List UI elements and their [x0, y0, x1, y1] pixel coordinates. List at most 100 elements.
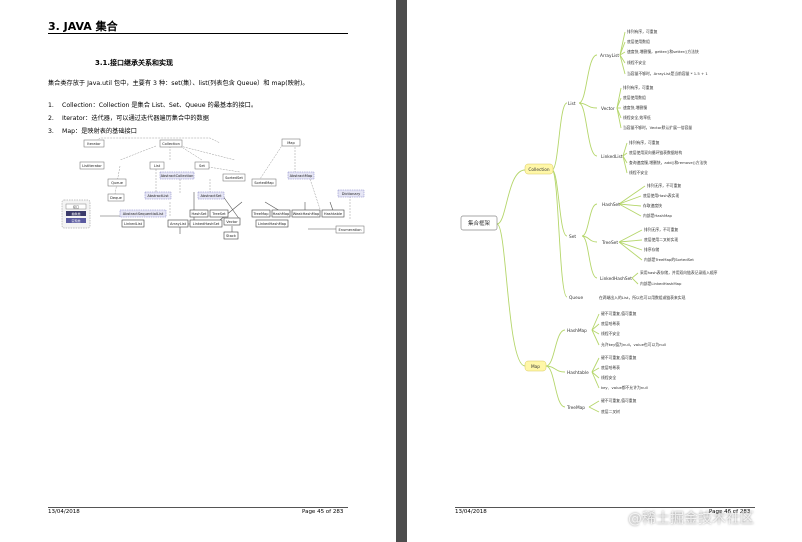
svg-text:底层使用数组: 底层使用数组: [627, 39, 650, 44]
mindmap-node-map: Map: [524, 360, 547, 372]
uml-node-interface: List: [149, 161, 165, 170]
svg-text:LinkedHashMap: LinkedHashMap: [258, 222, 287, 226]
uml-node-interface: Map: [281, 138, 301, 147]
chapter-rule: [48, 33, 348, 34]
svg-text:Deque: Deque: [110, 196, 123, 200]
svg-text:Map: Map: [531, 364, 540, 370]
svg-text:采用hash表存储，并用双向链表记录插入顺序: 采用hash表存储，并用双向链表记录插入顺序: [640, 270, 718, 275]
svg-text:排列有序，可重复: 排列有序，可重复: [629, 140, 660, 145]
uml-node-interface: Collection: [159, 139, 183, 148]
mindmap-note: 排列有序，可重复 底层使用双向循环链表数据结构 查询速度慢,增删快，add()和…: [629, 140, 707, 175]
uml-diagram: Iterator Collection Map ListIterator Que…: [61, 137, 365, 240]
chapter-title: 3. JAVA 集合: [48, 20, 118, 33]
svg-text:TreeMap: TreeMap: [566, 405, 585, 411]
svg-text:线程安全,效率低: 线程安全,效率低: [623, 115, 651, 120]
svg-text:HashMap: HashMap: [567, 328, 587, 334]
svg-text:查询速度慢,增删快，add()和remove()方法快: 查询速度慢,增删快，add()和remove()方法快: [629, 160, 707, 165]
svg-text:LinkedList: LinkedList: [124, 222, 143, 226]
list-item: 1.Collection：Collection 是集合 List、Set、Que…: [48, 102, 258, 109]
page-45: 3. JAVA 集合 3.1.接口继承关系和实现 集合类存放于 Java.uti…: [0, 0, 396, 542]
svg-text:LinkedHashSet: LinkedHashSet: [193, 222, 220, 226]
svg-text:Stack: Stack: [226, 234, 237, 238]
uml-node-abstract: AbstractSequentialList: [119, 209, 167, 218]
footer-date: 13/04/2018: [455, 509, 487, 515]
mindmap-node-set: Set: [569, 234, 576, 240]
svg-text:排序存储: 排序存储: [644, 247, 659, 252]
mindmap-node-hashtable: Hashtable: [567, 370, 589, 376]
mindmap-node-hashmap: HashMap: [567, 328, 587, 334]
uml-node-interface: ListIterator: [79, 161, 105, 170]
uml-node-interface: Iterator: [83, 139, 105, 148]
mindmap-note: 键不可重复,值可重复 底层哈希表 线程不安全 允许key值为null，value…: [601, 311, 666, 347]
mindmap-node-linkedhashset: LinkedHashSet: [600, 276, 632, 282]
footer-page-number: Page 46 of 283: [709, 509, 751, 515]
svg-text:底层二叉树: 底层二叉树: [601, 409, 620, 414]
footer-rule: [48, 507, 348, 508]
uml-node-class: TreeMap: [251, 209, 271, 218]
svg-text:AbstractSequentialList: AbstractSequentialList: [123, 212, 164, 216]
uml-node-class: HashSet: [189, 209, 209, 218]
svg-text:当容量不够时，ArrayList是当前容量 * 1.5 +: 当容量不够时，ArrayList是当前容量 * 1.5 + 1: [627, 71, 708, 76]
svg-text:在两端出入的List，所以也可以用数组或链表来实现: 在两端出入的List，所以也可以用数组或链表来实现: [599, 295, 686, 300]
svg-text:排列无序，不可重复: 排列无序，不可重复: [647, 183, 681, 188]
mindmap-node-queue: Queue 在两端出入的List，所以也可以用数组或链表来实现: [569, 295, 686, 301]
svg-text:底层使用双向循环链表数据结构: 底层使用双向循环链表数据结构: [629, 150, 682, 155]
mindmap-node-hashset: HashSet: [602, 202, 620, 208]
svg-text:底层使用Hash表实现: 底层使用Hash表实现: [643, 193, 679, 198]
svg-text:键不可重复,值可重复: 键不可重复,值可重复: [601, 355, 637, 360]
mindmap-note: 键不可重复,值可重复 底层二叉树: [601, 398, 637, 414]
mindmap-note: 排列有序，可重复 底层使用数组 速度快,增删慢 线程安全,效率低 当容量不够时，…: [623, 85, 692, 130]
svg-text:底层使用二叉树实现: 底层使用二叉树实现: [644, 237, 678, 242]
svg-text:List: List: [568, 101, 576, 107]
svg-text:Enumeration: Enumeration: [338, 228, 361, 232]
mindmap-diagram: 集合框架 Collection List ArrayList 排列有序，可重复 …: [460, 29, 718, 414]
svg-text:接口: 接口: [73, 204, 79, 209]
uml-node-class: Stack: [223, 231, 239, 240]
svg-text:键不可重复,值可重复: 键不可重复,值可重复: [601, 398, 637, 403]
svg-text:Queue: Queue: [111, 181, 124, 185]
uml-legend: 接口 抽象类 实现类: [61, 199, 91, 229]
uml-node-interface: Enumeration: [335, 225, 365, 234]
svg-text:List: List: [154, 164, 161, 168]
svg-text:AbstractList: AbstractList: [147, 194, 169, 198]
uml-node-interface: Queue: [107, 178, 127, 187]
uml-node-class: Vector: [223, 217, 241, 226]
mindmap-root: 集合框架: [460, 215, 498, 231]
svg-text:Dictionary: Dictionary: [342, 192, 361, 196]
svg-text:Iterator: Iterator: [87, 142, 101, 146]
svg-text:Vector: Vector: [226, 220, 238, 224]
svg-text:速度快,增删慢，getter()和setter()方法快: 速度快,增删慢，getter()和setter()方法快: [627, 49, 699, 54]
svg-text:允许key值为null，value也可以为null: 允许key值为null，value也可以为null: [601, 342, 666, 347]
uml-node-interface: SortedMap: [251, 178, 277, 187]
svg-text:ArrayList: ArrayList: [600, 53, 619, 59]
svg-text:内部是LinkedHashMap: 内部是LinkedHashMap: [640, 281, 682, 286]
svg-text:底层哈希表: 底层哈希表: [601, 365, 620, 370]
svg-text:Set: Set: [199, 164, 205, 168]
svg-text:TreeMap: TreeMap: [252, 212, 269, 216]
svg-text:当容量不够时，Vector默认扩展一倍容量: 当容量不够时，Vector默认扩展一倍容量: [623, 125, 692, 130]
uml-node-abstract: AbstractCollection: [159, 171, 195, 180]
svg-text:Set: Set: [569, 234, 576, 240]
svg-text:键不可重复,值可重复: 键不可重复,值可重复: [601, 311, 637, 316]
svg-text:底层哈希表: 底层哈希表: [601, 321, 620, 326]
svg-text:实现类: 实现类: [71, 218, 80, 223]
svg-text:Vector: Vector: [601, 106, 615, 112]
svg-text:Map: Map: [287, 141, 295, 145]
mindmap-node-treeset: TreeSet: [601, 240, 618, 246]
svg-text:内部是TreeMap的SortedSet: 内部是TreeMap的SortedSet: [644, 257, 694, 262]
uml-node-class: LinkedHashSet: [189, 219, 223, 228]
svg-text:HashMap: HashMap: [273, 212, 290, 216]
mindmap-note: 键不可重复,值可重复 底层哈希表 线程安全 key、value都不允许为null: [601, 355, 648, 390]
footer-page-number: Page 45 of 283: [302, 509, 344, 515]
svg-text:存取速度快: 存取速度快: [643, 203, 662, 208]
svg-text:排列有序，可重复: 排列有序，可重复: [623, 85, 654, 90]
svg-text:AbstractMap: AbstractMap: [290, 174, 313, 178]
list-item: 3.Map：是映射表的基础接口: [48, 128, 137, 135]
mindmap-node-arraylist: ArrayList: [600, 53, 619, 59]
svg-text:Hashtable: Hashtable: [567, 370, 589, 376]
uml-node-class: ArrayList: [167, 219, 189, 228]
svg-text:Collection: Collection: [162, 142, 180, 146]
svg-text:key、value都不允许为null: key、value都不允许为null: [601, 385, 648, 390]
numbered-list: 1.Collection：Collection 是集合 List、Set、Que…: [48, 100, 257, 139]
